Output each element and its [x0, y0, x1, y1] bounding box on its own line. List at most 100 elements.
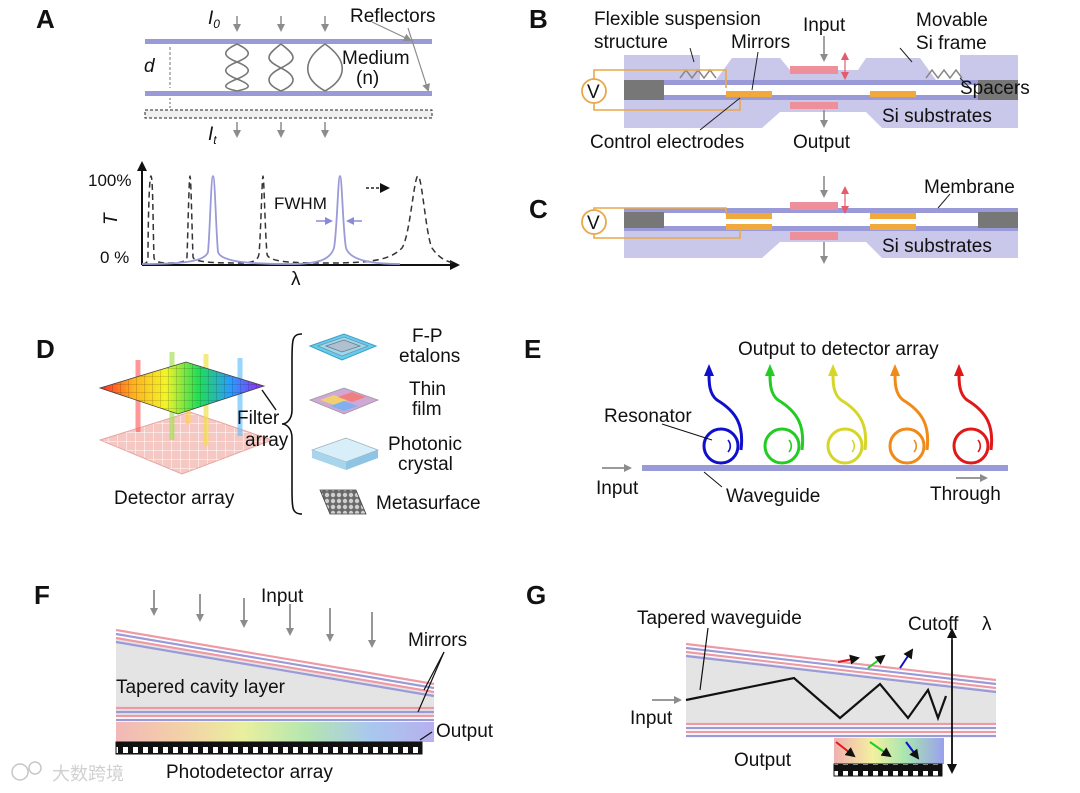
b-spacers-pointer	[959, 77, 971, 89]
f-cavity-label: Tapered cavity layer	[116, 677, 286, 698]
b-electrodes-label: Control electrodes	[590, 132, 744, 153]
f-output-pointer	[419, 731, 433, 741]
medium-label: Medium	[342, 48, 410, 69]
c-membrane-label: Membrane	[924, 177, 1015, 198]
f-photodetector-array	[115, 741, 423, 755]
resonator-direction-arc	[977, 439, 982, 453]
detector-array-label: Detector array	[114, 488, 235, 509]
b-movable-label-1: Movable	[916, 10, 988, 31]
reflectors-label: Reflectors	[350, 6, 436, 27]
e-resonator-label: Resonator	[604, 406, 692, 427]
b-voltage-source	[581, 78, 607, 104]
b-top-mirror-layer	[624, 80, 1018, 85]
panel-b: B V Flexible suspension structure	[529, 4, 1030, 153]
b-electrode-left	[726, 91, 772, 97]
reflector-pointer-top	[371, 21, 412, 42]
c-voltage-label: V	[587, 213, 600, 234]
b-spacer-right	[978, 80, 1018, 100]
panel-letter-c: C	[529, 194, 548, 224]
f-input-label: Input	[261, 586, 304, 607]
e-waveguide-label: Waveguide	[726, 486, 820, 507]
b-movable-label-2: Si frame	[916, 33, 987, 54]
g-blue-out-arrow	[905, 741, 920, 760]
e-waveguide-pointer	[703, 471, 723, 488]
f-output-light	[116, 722, 434, 742]
e-through-label: Through	[930, 484, 1001, 505]
c-membrane-pointer	[937, 193, 951, 209]
photonic-crystal-icon	[310, 437, 380, 470]
drop-waveguide	[893, 373, 930, 451]
c-mirror-bottom	[790, 232, 838, 240]
ytick-100: 100%	[88, 171, 131, 190]
g-red-leak-arrow	[837, 654, 860, 665]
e-waveguide	[642, 465, 1008, 471]
d-label: d	[144, 56, 156, 77]
resonator-direction-arc	[851, 439, 856, 453]
g-lambda-label: λ	[982, 614, 992, 635]
fp-etalons-icon	[308, 333, 378, 361]
b-mirror-top	[790, 66, 838, 74]
thin-label-2: film	[412, 399, 442, 420]
resonator-direction-arc	[788, 439, 793, 453]
f-mirrors-label: Mirrors	[408, 630, 467, 651]
g-detector-array	[833, 763, 943, 777]
panel-letter-g: G	[526, 580, 546, 610]
b-mirrors-label: Mirrors	[731, 32, 790, 53]
g-green-leak-arrow	[867, 654, 886, 669]
f-input-arrows	[150, 590, 376, 648]
resonator-direction-arc	[913, 439, 918, 453]
drop-waveguide	[768, 373, 805, 451]
top-reflector	[145, 39, 432, 44]
b-flex-label-1: Flexible suspension	[594, 9, 761, 30]
b-bottom-mirror-layer	[624, 95, 1018, 100]
t-axis-label: T	[101, 212, 122, 225]
resonator-ring	[702, 427, 740, 465]
b-output-label: Output	[793, 132, 851, 153]
n-label: (n)	[356, 68, 379, 89]
dashed-spectrum	[141, 175, 457, 265]
fp-label-2: etalons	[399, 346, 460, 367]
e-resonator-pointer	[661, 423, 713, 441]
resonator-direction-arc	[727, 439, 732, 453]
g-blue-leak-arrow	[899, 648, 914, 669]
incident-arrows	[233, 16, 329, 138]
filter-pointer	[261, 389, 277, 411]
c-spacer-right	[978, 212, 1018, 228]
c-membrane-layer	[624, 208, 1018, 213]
g-red-out-arrow	[835, 741, 856, 758]
b-wiring	[593, 69, 741, 111]
f-top-mirror-stack	[115, 628, 435, 698]
substrate-layer	[144, 109, 433, 119]
b-electrode-right	[870, 91, 916, 97]
filter-grid	[98, 361, 266, 415]
watermark: 大数跨境	[11, 761, 124, 784]
e-rings	[702, 364, 994, 465]
g-output-label: Output	[734, 750, 792, 771]
metasurface-icon	[319, 489, 367, 515]
fwhm-label: FWHM	[274, 194, 327, 213]
c-bottom-mirror-layer	[624, 226, 1018, 231]
resonator-ring	[826, 427, 864, 465]
output-arrowhead	[954, 364, 964, 376]
solid-spectrum	[141, 175, 401, 265]
b-mirrors-pointer	[751, 51, 759, 91]
category-brace	[281, 333, 303, 515]
b-spring-right	[925, 68, 963, 80]
c-voltage-source	[581, 209, 607, 235]
meta-label: Metasurface	[376, 493, 481, 514]
bottom-reflector	[145, 91, 432, 96]
it-label: It	[208, 124, 217, 147]
output-arrowhead	[704, 364, 714, 376]
c-substrate	[624, 230, 1018, 258]
g-cutoff-label: Cutoff	[908, 614, 959, 635]
output-arrowhead	[765, 364, 775, 376]
drop-waveguide	[831, 373, 868, 451]
b-upper-left-substrate	[624, 55, 700, 80]
c-substrates-label: Si substrates	[882, 236, 992, 257]
b-movable-frame	[716, 58, 936, 80]
e-output-label: Output to detector array	[738, 339, 939, 360]
reflector-pointer-bottom	[407, 27, 430, 92]
g-green-out-arrow	[869, 741, 892, 758]
b-spacer-left	[624, 80, 664, 100]
